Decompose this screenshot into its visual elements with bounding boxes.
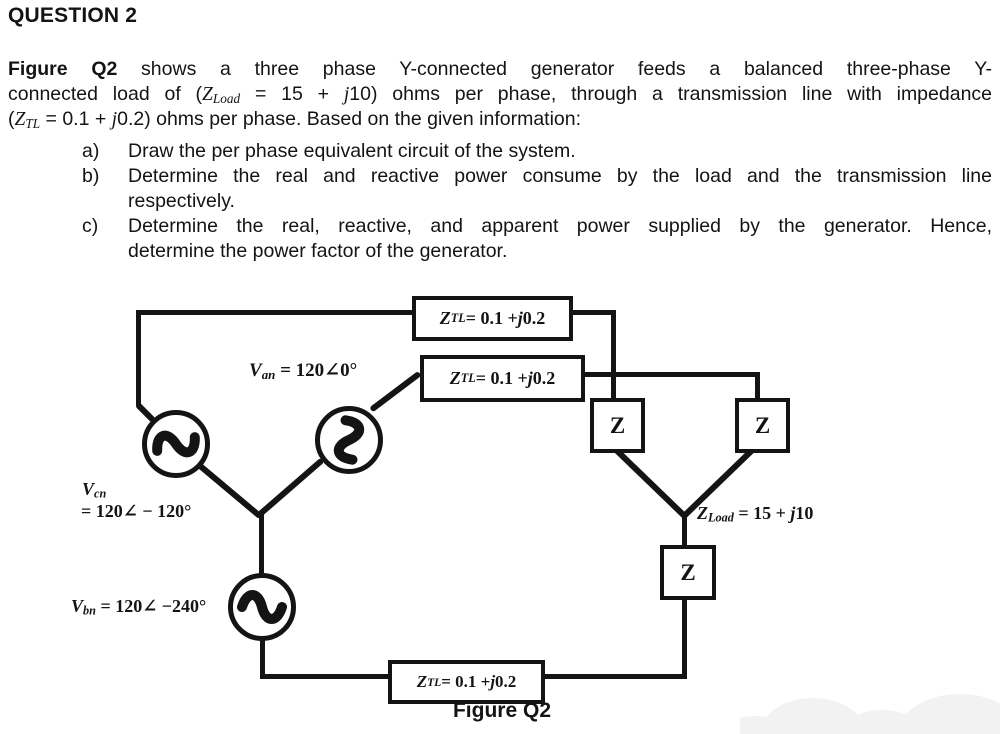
ac-generator-b bbox=[228, 573, 296, 641]
list-marker-c: c) bbox=[82, 215, 99, 237]
sine-wave-icon bbox=[333, 415, 365, 465]
wire-neutral-to-gen-b bbox=[259, 512, 264, 575]
intro-line-1: Figure Q2 shows a three phase Y-connecte… bbox=[8, 58, 992, 80]
figure-caption: Figure Q2 bbox=[452, 699, 552, 722]
intro-line-2: connected load of (ZLoad = 15 + j10) ohm… bbox=[8, 83, 993, 106]
wire-gen-b-down bbox=[260, 639, 265, 679]
wire-load-star-down bbox=[682, 512, 687, 547]
ac-generator-c bbox=[142, 410, 210, 478]
sine-wave-icon bbox=[152, 430, 200, 458]
label-vcn-line-2: = 120∠ − 120° bbox=[81, 501, 192, 521]
wire-ztl-top-right bbox=[562, 310, 616, 315]
list-marker-b: b) bbox=[82, 165, 100, 187]
wire-left-vertical bbox=[136, 310, 141, 406]
wire-top-horizontal bbox=[136, 310, 416, 315]
label-van: Van = 120∠0° bbox=[249, 360, 358, 382]
label-vcn-line-1: Vcn bbox=[82, 479, 107, 501]
intro-line-3: (ZTL = 0.1 + j0.2) ohms per phase. Based… bbox=[8, 108, 582, 131]
wire-ztl-mid-down bbox=[755, 372, 760, 400]
wire-load-b-down bbox=[682, 590, 687, 679]
question-title: QUESTION 2 bbox=[8, 4, 138, 27]
list-item-a: Draw the per phase equivalent circuit of… bbox=[128, 140, 576, 162]
wire-ztl-top-down bbox=[611, 310, 616, 400]
list-item-b-line-1: Determine the real and reactive power co… bbox=[128, 165, 992, 187]
load-box-bottom: Z bbox=[660, 545, 716, 600]
load-box-right: Z bbox=[735, 398, 790, 453]
wire-bottom-right bbox=[535, 674, 687, 679]
load-box-left: Z bbox=[590, 398, 645, 453]
list-item-c-line-2: determine the power factor of the genera… bbox=[128, 240, 508, 262]
list-item-b-line-2: respectively. bbox=[128, 190, 235, 212]
wire-bottom-left bbox=[260, 674, 390, 679]
wire-load-left-to-star bbox=[608, 442, 688, 520]
wire-ztl-mid-right bbox=[575, 372, 760, 377]
intro-paragraph: Figure Q2 shows a three phase Y-connecte… bbox=[8, 57, 992, 132]
list-item-c-line-1: Determine the real, reactive, and appare… bbox=[128, 215, 992, 237]
label-vbn: Vbn = 120∠ −240° bbox=[71, 596, 207, 618]
scan-shadow-watermark bbox=[740, 682, 1000, 734]
ac-generator-a bbox=[315, 406, 383, 474]
watermark-blob bbox=[895, 694, 1000, 734]
label-zload: ZLoad = 15 + j10 bbox=[697, 503, 814, 525]
sine-wave-icon bbox=[237, 590, 287, 624]
list-marker-a: a) bbox=[82, 140, 100, 162]
